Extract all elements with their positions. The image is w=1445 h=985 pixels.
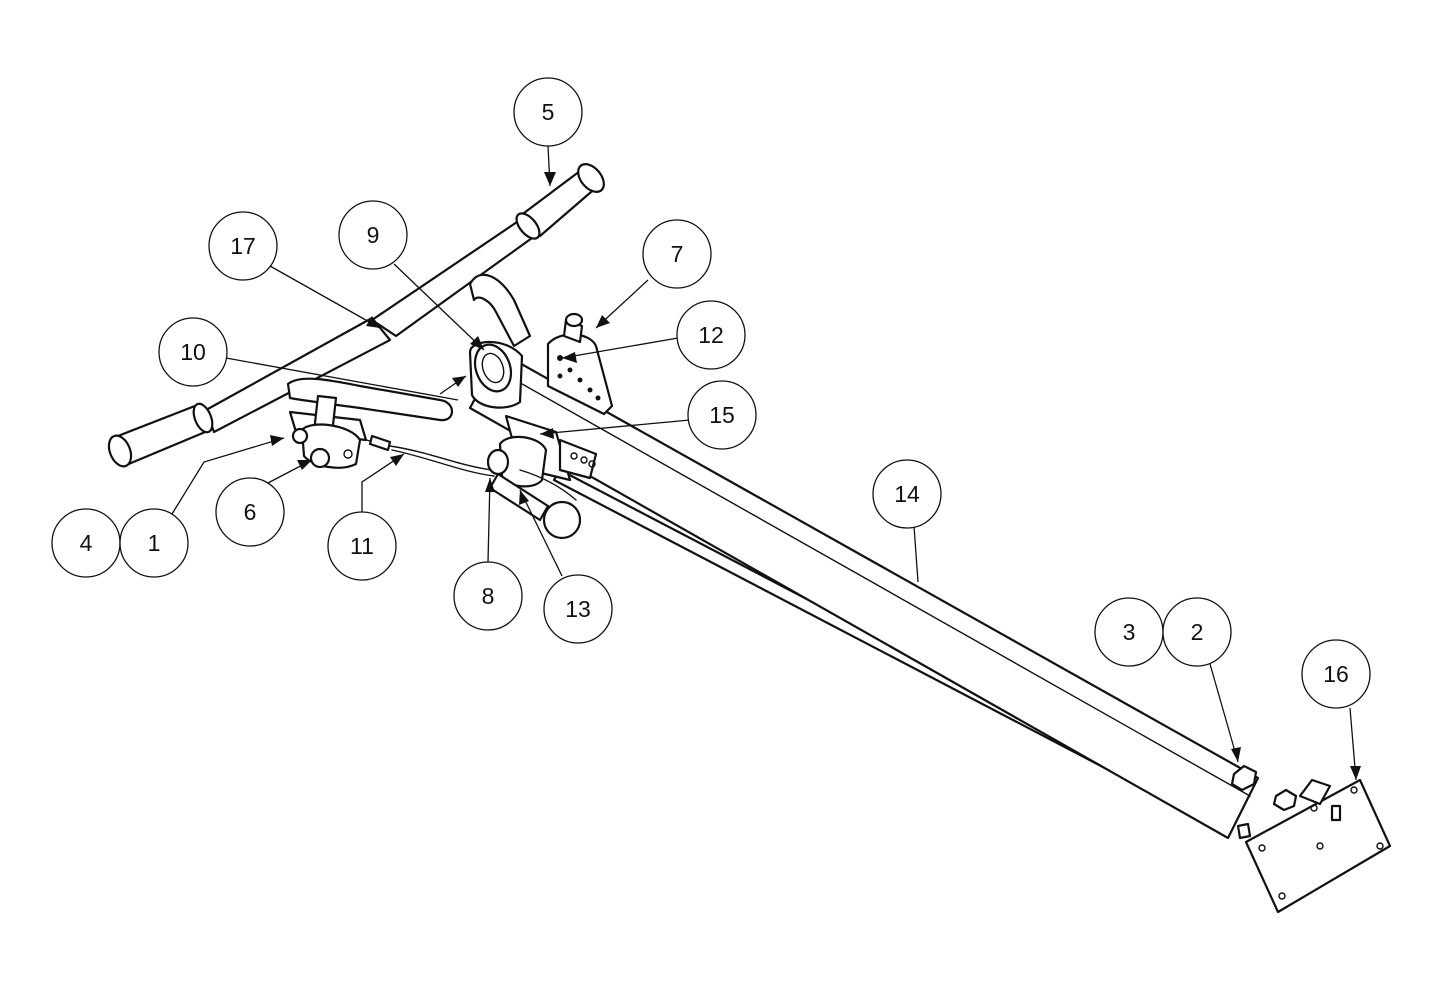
callout-label-10: 10 bbox=[180, 339, 206, 365]
callout-label-4: 4 bbox=[80, 530, 93, 556]
callout-label-5: 5 bbox=[542, 99, 555, 125]
callout-14: 14 bbox=[872, 459, 942, 529]
tilt-bracket bbox=[546, 312, 614, 416]
callout-8: 8 bbox=[453, 561, 523, 631]
callout-16: 16 bbox=[1301, 639, 1371, 709]
callout-13: 13 bbox=[543, 574, 613, 644]
callout-5: 5 bbox=[513, 77, 583, 147]
callout-label-16: 16 bbox=[1323, 661, 1349, 687]
callout-15: 15 bbox=[687, 380, 757, 450]
callout-7: 7 bbox=[642, 219, 712, 289]
callout-label-12: 12 bbox=[698, 322, 724, 348]
callout-6: 6 bbox=[215, 477, 285, 547]
end-mounting-plate bbox=[1230, 764, 1392, 914]
callout-label-3: 3 bbox=[1123, 619, 1136, 645]
callout-17: 17 bbox=[208, 211, 278, 281]
callout-3: 3 bbox=[1094, 597, 1164, 667]
callout-label-14: 14 bbox=[894, 481, 920, 507]
callout-label-13: 13 bbox=[565, 596, 591, 622]
callout-2: 2 bbox=[1162, 597, 1232, 667]
callout-4: 4 bbox=[51, 508, 121, 578]
callout-label-7: 7 bbox=[671, 241, 684, 267]
callout-9: 9 bbox=[338, 200, 408, 270]
throttle-control-assembly bbox=[288, 394, 495, 477]
callout-1: 1 bbox=[119, 508, 189, 578]
callout-11: 11 bbox=[327, 511, 397, 581]
callout-label-8: 8 bbox=[482, 583, 495, 609]
handlebar bbox=[107, 163, 605, 468]
clamp-assembly bbox=[486, 414, 598, 540]
callout-10: 10 bbox=[158, 317, 228, 387]
callout-12: 12 bbox=[676, 300, 746, 370]
callout-label-17: 17 bbox=[230, 233, 256, 259]
callout-label-9: 9 bbox=[367, 222, 380, 248]
callout-label-6: 6 bbox=[244, 499, 257, 525]
callout-label-15: 15 bbox=[709, 402, 735, 428]
callout-label-2: 2 bbox=[1191, 619, 1204, 645]
callout-label-1: 1 bbox=[148, 530, 161, 556]
leader-lines bbox=[171, 145, 1361, 781]
main-boom-tube bbox=[468, 341, 1260, 840]
callout-label-11: 11 bbox=[350, 533, 374, 559]
